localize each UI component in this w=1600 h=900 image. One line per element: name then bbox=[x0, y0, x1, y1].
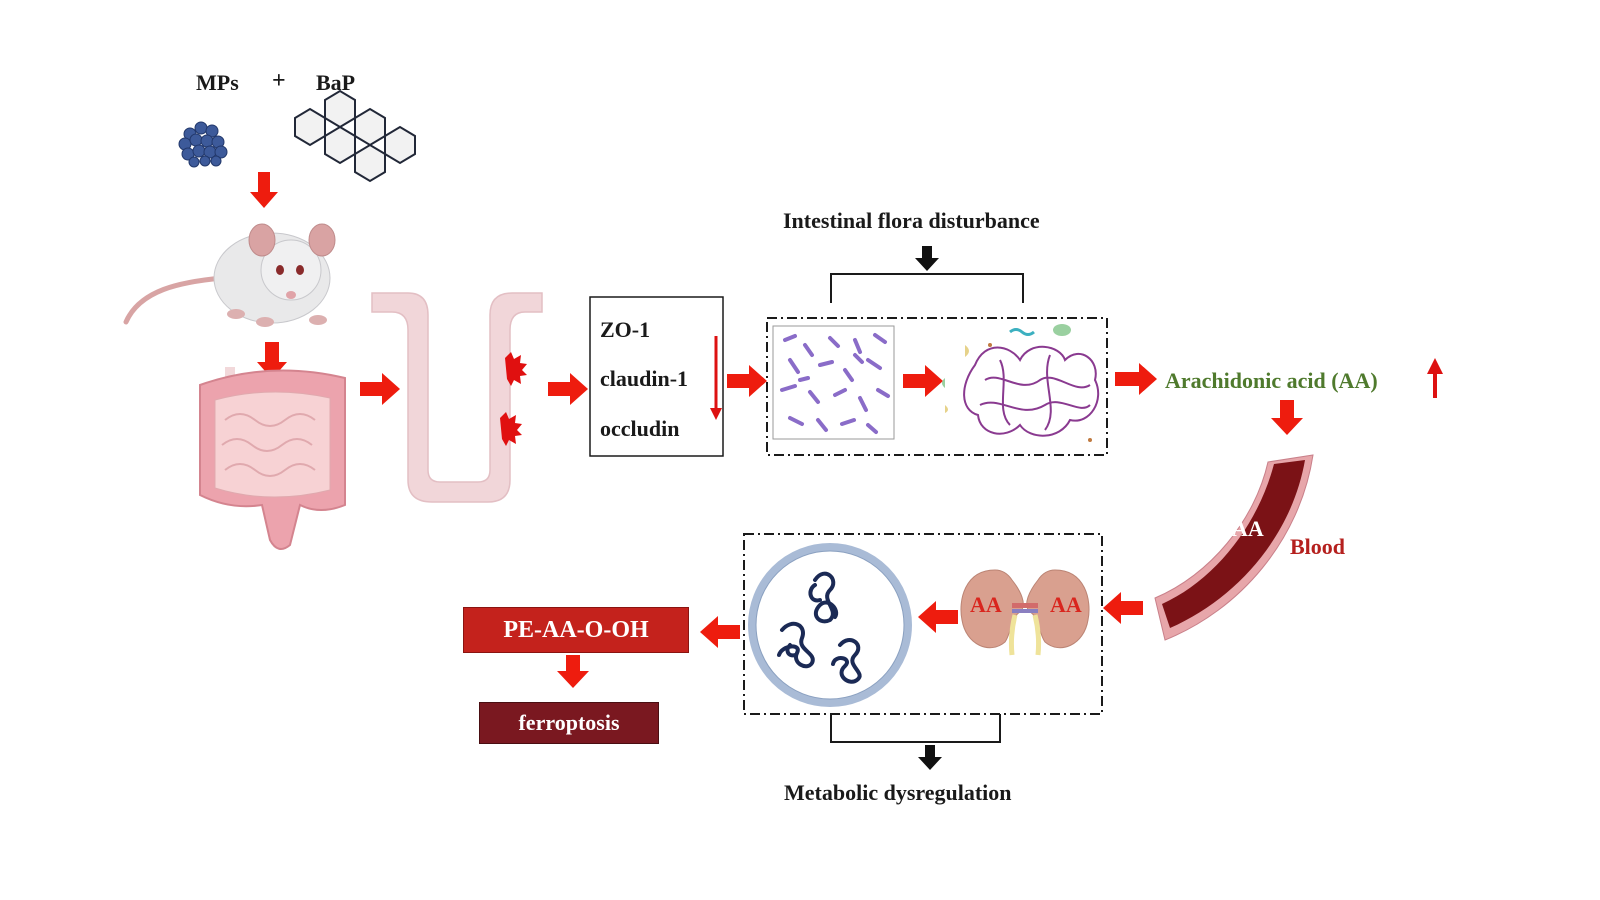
vessel-aa-label: AA bbox=[1232, 516, 1264, 541]
tight-junction-zo1: ZO-1 bbox=[600, 317, 651, 342]
pe-aa-o-oh-box: PE-AA-O-OH bbox=[463, 607, 689, 653]
healthy-bacteria-panel bbox=[772, 325, 895, 440]
arrow-right-to-junction bbox=[548, 373, 588, 405]
tight-junction-claudin1: claudin-1 bbox=[600, 366, 689, 391]
tight-junction-box bbox=[589, 296, 724, 457]
arrow-left-to-pe-aa bbox=[700, 616, 740, 648]
arrow-right-to-aa bbox=[1115, 363, 1157, 395]
blood-vessel-illustration bbox=[1154, 454, 1314, 641]
flora-bracket bbox=[830, 273, 1024, 303]
arrow-down-to-mouse bbox=[250, 172, 278, 208]
metabolic-bracket bbox=[830, 714, 1001, 743]
damage-spot-lower bbox=[500, 412, 522, 446]
arrow-right-to-villus bbox=[360, 373, 400, 405]
arachidonic-acid-label: Arachidonic acid (AA) bbox=[1165, 368, 1378, 393]
intestine-illustration bbox=[199, 367, 346, 550]
flora-title: Intestinal flora disturbance bbox=[783, 208, 1040, 233]
bap-label: BaP bbox=[316, 70, 356, 95]
ferroptosis-box: ferroptosis bbox=[479, 702, 659, 744]
blood-label: Blood bbox=[1290, 534, 1346, 559]
metabolic-black-arrow bbox=[918, 745, 942, 770]
benzo-a-pyrene-molecule-icon bbox=[294, 89, 416, 183]
arrow-left-to-cell bbox=[918, 601, 958, 633]
flora-dashed-box bbox=[766, 317, 1108, 456]
arrow-right-flora-shift bbox=[903, 365, 943, 397]
damage-spot-upper bbox=[505, 352, 527, 386]
arrow-left-to-kidney bbox=[1103, 592, 1143, 624]
arrow-down-to-ferroptosis bbox=[557, 655, 589, 688]
tight-junction-occludin: occludin bbox=[600, 416, 680, 441]
arrow-down-to-blood bbox=[1271, 400, 1303, 435]
dysbiosis-panel bbox=[942, 324, 1100, 442]
metabolic-dashed-box bbox=[743, 533, 1103, 715]
intestinal-villus-illustration bbox=[371, 292, 543, 503]
kidney-aa-left: AA bbox=[970, 592, 1002, 617]
plus-sign: + bbox=[272, 68, 286, 94]
arrow-right-to-flora bbox=[727, 365, 767, 397]
kidney-illustration bbox=[960, 569, 1090, 656]
cell-illustration bbox=[748, 543, 912, 707]
mps-label: MPs bbox=[196, 70, 239, 95]
metabolic-title: Metabolic dysregulation bbox=[784, 780, 1012, 805]
microplastics-icon bbox=[178, 121, 228, 168]
mouse-illustration bbox=[123, 223, 336, 327]
flora-black-arrow bbox=[915, 246, 939, 271]
kidney-aa-right: AA bbox=[1050, 592, 1082, 617]
